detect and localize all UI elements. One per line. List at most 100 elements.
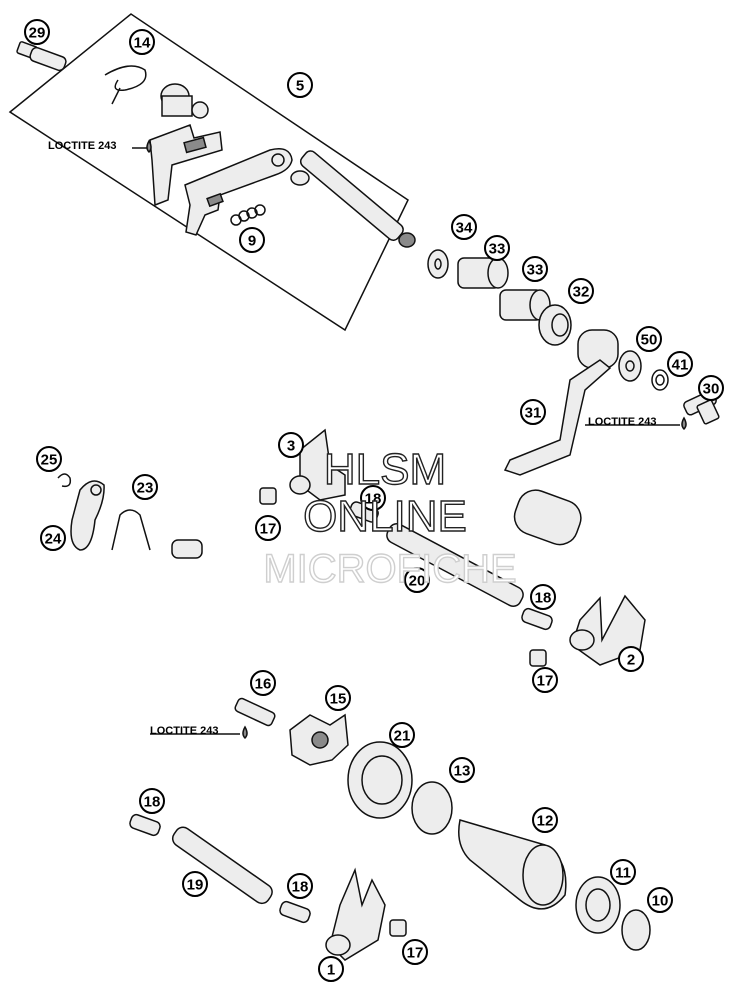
callout-number: 33: [489, 241, 506, 258]
callout-number: 20: [409, 573, 426, 590]
callout-circle: [318, 956, 344, 982]
loctite-drop-2: [681, 416, 687, 431]
part-bearing-33a: [457, 257, 509, 289]
part-washers-9: [230, 204, 266, 226]
callout-circle: [255, 515, 281, 541]
callout-part-23: 23: [132, 474, 158, 500]
callout-number: 17: [537, 673, 554, 690]
callout-circle: [667, 351, 693, 377]
callout-circle: [647, 887, 673, 913]
callout-part-15: 15: [325, 685, 351, 711]
part-shift-drum-12: [458, 819, 567, 910]
callout-number: 3: [287, 438, 295, 455]
callout-part-12: 12: [532, 807, 558, 833]
callout-part-33: 33: [484, 235, 510, 261]
callout-circle: [389, 722, 415, 748]
callout-number: 16: [255, 676, 272, 693]
callout-circle: [239, 227, 265, 253]
loctite-label: LOCTITE 243: [588, 416, 656, 428]
part-shift-fork-3: [289, 428, 346, 501]
leader-lines: [132, 147, 680, 735]
part-bush-32: [538, 304, 572, 346]
part-spring-14: [104, 65, 147, 105]
part-bolt-29: [16, 41, 67, 72]
callout-part-13: 13: [449, 757, 475, 783]
part-spring-18-lower-right: [279, 900, 311, 924]
callout-part-18: 18: [530, 584, 556, 610]
callout-number: 18: [292, 879, 309, 896]
callout-circle: [402, 939, 428, 965]
callout-number: 24: [45, 531, 62, 548]
callout-circle: [36, 446, 62, 472]
callout-part-18: 18: [139, 788, 165, 814]
callout-part-17: 17: [402, 939, 428, 965]
callout-part-17: 17: [255, 515, 281, 541]
part-shift-drum-star-15: [289, 713, 349, 766]
part-shaft-20: [386, 523, 524, 607]
callout-circle: [618, 646, 644, 672]
part-shaft-19: [171, 826, 273, 905]
part-bearing-33b: [499, 289, 551, 321]
part-spring-23: [111, 509, 151, 551]
loctite-label: LOCTITE 243: [150, 725, 218, 737]
part-stud-frame: [160, 83, 209, 119]
callout-part-16: 16: [250, 670, 276, 696]
part-spring-18-mid: [521, 607, 553, 631]
callout-number: 29: [29, 25, 46, 42]
callout-number: 5: [296, 78, 304, 95]
callout-number: 19: [187, 877, 204, 894]
callout-part-33: 33: [522, 256, 548, 282]
callout-number: 13: [454, 763, 471, 780]
callout-number: 31: [525, 405, 542, 422]
watermark-line-3: MICROFICHE: [263, 547, 516, 591]
callout-circle: [287, 72, 313, 98]
callout-part-18: 18: [287, 873, 313, 899]
loctite-labels: LOCTITE 243 LOCTITE 243 LOCTITE 243: [48, 140, 656, 737]
callout-number: 11: [615, 865, 631, 882]
callout-number: 23: [137, 480, 154, 497]
part-washer-50: [618, 350, 642, 382]
callout-circle: [325, 685, 351, 711]
callout-number: 2: [627, 652, 635, 669]
part-lockwasher-41: [651, 369, 669, 391]
part-washer-13: [411, 781, 453, 835]
callout-part-10: 10: [647, 887, 673, 913]
callout-part-2: 2: [618, 646, 644, 672]
callout-circle: [530, 584, 556, 610]
callout-number: 18: [365, 491, 382, 508]
callout-part-31: 31: [520, 399, 546, 425]
callout-number: 41: [672, 357, 689, 374]
part-shift-fork-1: [325, 867, 386, 961]
part-shift-shaft: [290, 150, 416, 248]
part-spring-18-lower-left: [129, 813, 161, 837]
callout-part-19: 19: [182, 871, 208, 897]
part-circlip-25: [57, 473, 72, 488]
loctite-drop-1: [146, 139, 152, 154]
part-roller-17-mid: [529, 649, 547, 667]
callout-part-3: 3: [278, 432, 304, 458]
callout-number: 30: [703, 381, 720, 398]
callout-part-50: 50: [636, 326, 662, 352]
callout-number: 12: [537, 813, 554, 830]
callout-number: 17: [260, 521, 277, 538]
callout-number: 21: [394, 728, 411, 745]
part-roller-17-lower: [389, 919, 407, 937]
callout-circle: [449, 757, 475, 783]
callout-circle: [40, 525, 66, 551]
callout-circle: [182, 871, 208, 897]
part-bearing-21: [347, 741, 413, 819]
callout-part-18: 18: [360, 485, 386, 511]
callout-part-32: 32: [568, 278, 594, 304]
callout-number: 34: [456, 220, 473, 237]
part-washer-10: [621, 909, 651, 951]
callout-part-21: 21: [389, 722, 415, 748]
callout-number: 14: [134, 35, 151, 52]
callout-number: 9: [248, 233, 256, 250]
callout-number: 15: [330, 691, 347, 708]
callout-number: 17: [407, 945, 424, 962]
callout-circle: [451, 214, 477, 240]
callout-part-34: 34: [451, 214, 477, 240]
callout-circle: [568, 278, 594, 304]
callout-part-5: 5: [287, 72, 313, 98]
